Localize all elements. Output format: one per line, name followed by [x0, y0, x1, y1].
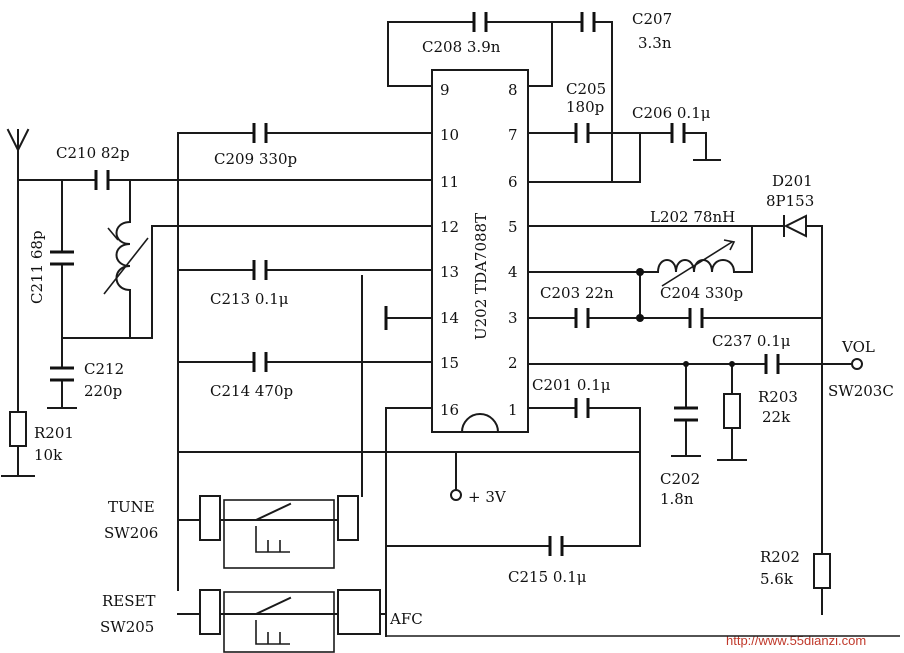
capacitor-c237: C237 0.1μ	[712, 332, 791, 374]
resistor-r201: R201 10k	[9, 411, 74, 464]
svg-text:RESET: RESET	[102, 592, 155, 610]
svg-text:22k: 22k	[762, 408, 791, 426]
pin-16: 16	[440, 401, 459, 419]
capacitor-c211: C211 68p	[28, 230, 74, 304]
ic-notch	[460, 413, 500, 434]
svg-text:R201: R201	[34, 424, 74, 442]
svg-text:C237 0.1μ: C237 0.1μ	[712, 332, 791, 350]
capacitor-c209: C209 330p	[214, 123, 297, 168]
antenna-icon	[6, 128, 30, 153]
svg-text:C204 330p: C204 330p	[660, 284, 743, 302]
vol-terminal: VOL SW203C	[828, 338, 894, 400]
capacitor-c213: C213 0.1μ	[210, 260, 289, 308]
svg-text:C203 22n: C203 22n	[540, 284, 614, 302]
ic-u202: U202 TDA7088T 9 10 11 12 13 14 15 16 8 7…	[431, 69, 529, 434]
pin-3: 3	[508, 309, 518, 327]
capacitor-c208: C208 3.9n	[422, 12, 501, 56]
svg-text:1.8n: 1.8n	[660, 490, 694, 508]
svg-text:L202 78nH: L202 78nH	[650, 208, 735, 226]
pin-4: 4	[508, 263, 518, 281]
svg-text:TUNE: TUNE	[108, 498, 155, 516]
capacitor-c201: C201 0.1μ	[532, 376, 611, 418]
pin-15: 15	[440, 354, 459, 372]
svg-text:3.3n: 3.3n	[638, 34, 672, 52]
capacitor-c210: C210 82p	[56, 144, 130, 190]
resistor-r202: R202 5.6k	[760, 548, 831, 589]
svg-text:SW206: SW206	[104, 524, 158, 542]
capacitor-c207: C207 3.3n	[580, 10, 672, 52]
switch-tune: TUNE SW206	[104, 495, 359, 569]
svg-text:C207: C207	[632, 10, 672, 28]
svg-text:C211 68p: C211 68p	[28, 230, 46, 304]
pin-9: 9	[440, 81, 450, 99]
svg-text:SW203C: SW203C	[828, 382, 894, 400]
capacitor-c206: C206 0.1μ	[632, 104, 711, 143]
pin-7: 7	[508, 126, 518, 144]
svg-text:C208 3.9n: C208 3.9n	[422, 38, 501, 56]
svg-text:5.6k: 5.6k	[760, 570, 794, 588]
junction-dots	[636, 268, 735, 367]
diode-d201: D201 8P153	[766, 172, 814, 238]
svg-text:SW205: SW205	[100, 618, 154, 636]
svg-text:+ 3V: + 3V	[468, 488, 507, 506]
svg-text:C201 0.1μ: C201 0.1μ	[532, 376, 611, 394]
capacitor-c203: C203 22n	[540, 284, 614, 328]
svg-text:180p: 180p	[566, 98, 604, 116]
ic-body	[431, 69, 529, 433]
svg-text:10k: 10k	[34, 446, 63, 464]
pin-2: 2	[508, 354, 518, 372]
capacitor-c205: C205 180p	[566, 80, 606, 143]
power-terminal: + 3V	[450, 488, 507, 506]
svg-text:R202: R202	[760, 548, 800, 566]
resistor-r203: R203 22k	[723, 388, 798, 429]
svg-text:R203: R203	[758, 388, 798, 406]
svg-text:C210 82p: C210 82p	[56, 144, 130, 162]
pin-6: 6	[508, 173, 518, 191]
svg-text:C209 330p: C209 330p	[214, 150, 297, 168]
svg-text:C214 470p: C214 470p	[210, 382, 293, 400]
capacitor-c214: C214 470p	[210, 352, 293, 400]
svg-text:220p: 220p	[84, 382, 122, 400]
ic-label: U202 TDA7088T	[472, 213, 490, 340]
tuning-coil	[103, 220, 149, 295]
svg-text:C212: C212	[84, 360, 124, 378]
svg-text:C205: C205	[566, 80, 606, 98]
capacitor-c215: C215 0.1μ	[508, 536, 587, 586]
pin-14: 14	[440, 309, 459, 327]
switch-reset: RESET SW205	[100, 589, 381, 653]
pin-12: 12	[440, 218, 459, 236]
afc-label: AFC	[389, 610, 423, 628]
pin-5: 5	[508, 218, 518, 236]
pin-13: 13	[440, 263, 459, 281]
svg-text:C202: C202	[660, 470, 700, 488]
capacitor-c204: C204 330p	[660, 284, 743, 328]
capacitor-c212: C212 220p	[50, 360, 124, 400]
inductor-l202: L202 78nH	[650, 208, 735, 287]
pin-8: 8	[508, 81, 518, 99]
svg-text:8P153: 8P153	[766, 192, 814, 210]
pin-10: 10	[440, 126, 459, 144]
svg-text:C206 0.1μ: C206 0.1μ	[632, 104, 711, 122]
wires	[1, 21, 853, 637]
svg-text:C213 0.1μ: C213 0.1μ	[210, 290, 289, 308]
pin-11: 11	[440, 173, 459, 191]
svg-text:C215 0.1μ: C215 0.1μ	[508, 568, 587, 586]
svg-text:D201: D201	[772, 172, 813, 190]
capacitor-c202: C202 1.8n	[660, 406, 700, 508]
svg-text:VOL: VOL	[841, 338, 875, 356]
pin-1: 1	[508, 401, 518, 419]
